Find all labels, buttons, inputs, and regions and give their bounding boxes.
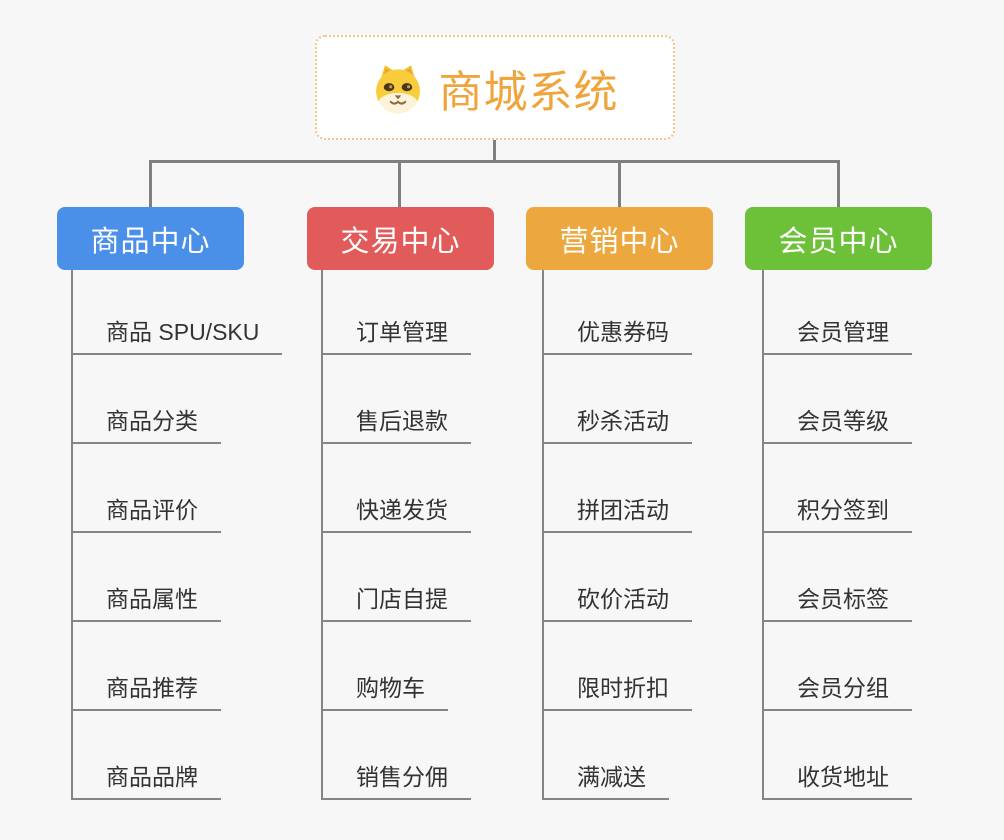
branch-child-line [321, 270, 323, 800]
branch-drop-line [398, 160, 401, 208]
topic-item[interactable]: 售后退款 [322, 408, 471, 444]
topic-item[interactable]: 销售分佣 [322, 764, 471, 800]
topic-item[interactable]: 会员分组 [763, 675, 912, 711]
branch-child-line [542, 270, 544, 800]
branch-node-goods[interactable]: 商品中心 [57, 207, 244, 270]
topic-item[interactable]: 砍价活动 [543, 586, 692, 622]
topic-item[interactable]: 商品分类 [72, 408, 221, 444]
branch-drop-line [618, 160, 621, 208]
branch-drop-line [149, 160, 152, 208]
topic-item[interactable]: 商品品牌 [72, 764, 221, 800]
branch-drop-line [837, 160, 840, 208]
root-node[interactable]: 商城系统 [315, 35, 675, 140]
root-stem-line [493, 140, 496, 162]
topic-item[interactable]: 门店自提 [322, 586, 471, 622]
branch-node-member[interactable]: 会员中心 [745, 207, 932, 270]
topic-item[interactable]: 满减送 [543, 764, 669, 800]
branch-node-trade[interactable]: 交易中心 [307, 207, 494, 270]
topic-item[interactable]: 优惠券码 [543, 319, 692, 355]
topic-item[interactable]: 商品评价 [72, 497, 221, 533]
branch-horizontal-line [149, 160, 840, 163]
topic-item[interactable]: 会员标签 [763, 586, 912, 622]
topic-item[interactable]: 快递发货 [322, 497, 471, 533]
topic-item[interactable]: 商品属性 [72, 586, 221, 622]
topic-item[interactable]: 收货地址 [763, 764, 912, 800]
topic-item[interactable]: 商品推荐 [72, 675, 221, 711]
topic-item[interactable]: 拼团活动 [543, 497, 692, 533]
shiba-dog-icon [375, 64, 420, 113]
topic-item[interactable]: 会员等级 [763, 408, 912, 444]
root-title: 商城系统 [438, 67, 619, 117]
topic-item[interactable]: 商品 SPU/SKU [72, 319, 283, 355]
topic-item[interactable]: 积分签到 [763, 497, 912, 533]
topic-item[interactable]: 秒杀活动 [543, 408, 692, 444]
branch-child-line [71, 270, 73, 800]
topic-item[interactable]: 限时折扣 [543, 675, 692, 711]
topic-item[interactable]: 订单管理 [322, 319, 471, 355]
branch-child-line [762, 270, 764, 800]
topic-item[interactable]: 会员管理 [763, 319, 912, 355]
topic-item[interactable]: 购物车 [322, 675, 448, 711]
branch-node-marketing[interactable]: 营销中心 [526, 207, 713, 270]
